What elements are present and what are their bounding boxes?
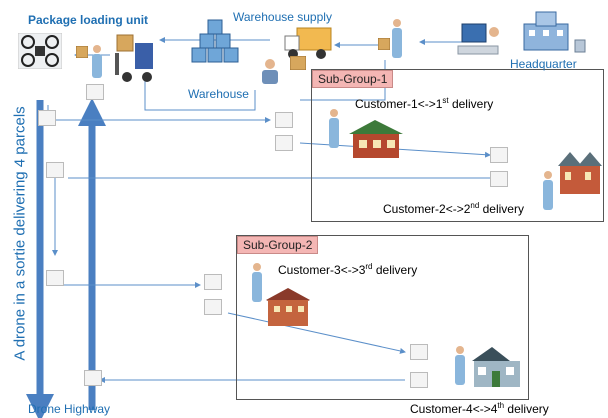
package-icon xyxy=(378,38,390,50)
house-icon xyxy=(558,152,602,194)
package-icon xyxy=(76,46,88,58)
delivery-label-2: Customer-2<->2nd delivery xyxy=(383,201,524,216)
house-icon xyxy=(349,120,403,158)
person-icon xyxy=(262,59,278,84)
person-icon xyxy=(543,171,553,210)
delivery-label-4: Customer-4<->4th delivery xyxy=(410,401,549,416)
package-loading-unit-label: Package loading unit xyxy=(28,13,149,27)
drone-sortie-vertical-label: A drone in a sortie delivering 4 parcels xyxy=(11,106,29,361)
person-icon xyxy=(252,263,262,302)
drone-icon xyxy=(204,299,222,315)
drone-icon xyxy=(38,110,56,126)
warehouse-icon xyxy=(191,19,239,63)
truck-icon xyxy=(284,27,332,59)
person-icon xyxy=(455,346,465,385)
person-icon xyxy=(392,19,402,58)
house-icon xyxy=(472,347,520,387)
sub-group-1-label: Sub-Group-1 xyxy=(312,70,394,88)
delivery-label-3: Customer-3<->3rd delivery xyxy=(278,262,418,277)
package-icon xyxy=(290,56,306,70)
sub-group-2-label: Sub-Group-2 xyxy=(237,236,319,254)
headquarter-building-icon xyxy=(523,11,569,51)
database-icon xyxy=(574,39,586,53)
drone-icon xyxy=(275,112,293,128)
drone-icon xyxy=(410,372,428,388)
drone-icon xyxy=(86,84,104,100)
drone-icon xyxy=(46,270,64,286)
drone-icon xyxy=(84,370,102,386)
drone-icon xyxy=(46,162,64,178)
person-icon xyxy=(329,109,339,148)
drone-highway-label: Drone Highway xyxy=(28,402,111,416)
drone-icon xyxy=(490,171,508,187)
forklift-icon xyxy=(115,34,153,82)
drone-icon xyxy=(410,344,428,360)
drone-icon xyxy=(204,274,222,290)
person-icon xyxy=(92,45,102,78)
warehouse-label: Warehouse xyxy=(188,87,249,101)
computer-icon xyxy=(457,23,499,55)
drone-icon xyxy=(275,135,293,151)
drone-icon xyxy=(490,147,508,163)
delivery-label-1: Customer-1<->1st delivery xyxy=(355,96,494,111)
warehouse-supply-label: Warehouse supply xyxy=(233,10,332,24)
sub-group-1-box xyxy=(311,69,604,222)
sub-group-2-box xyxy=(236,235,529,400)
drone-icon xyxy=(18,33,62,69)
headquarter-label: Headquarter xyxy=(510,57,577,71)
house-icon xyxy=(266,288,310,326)
